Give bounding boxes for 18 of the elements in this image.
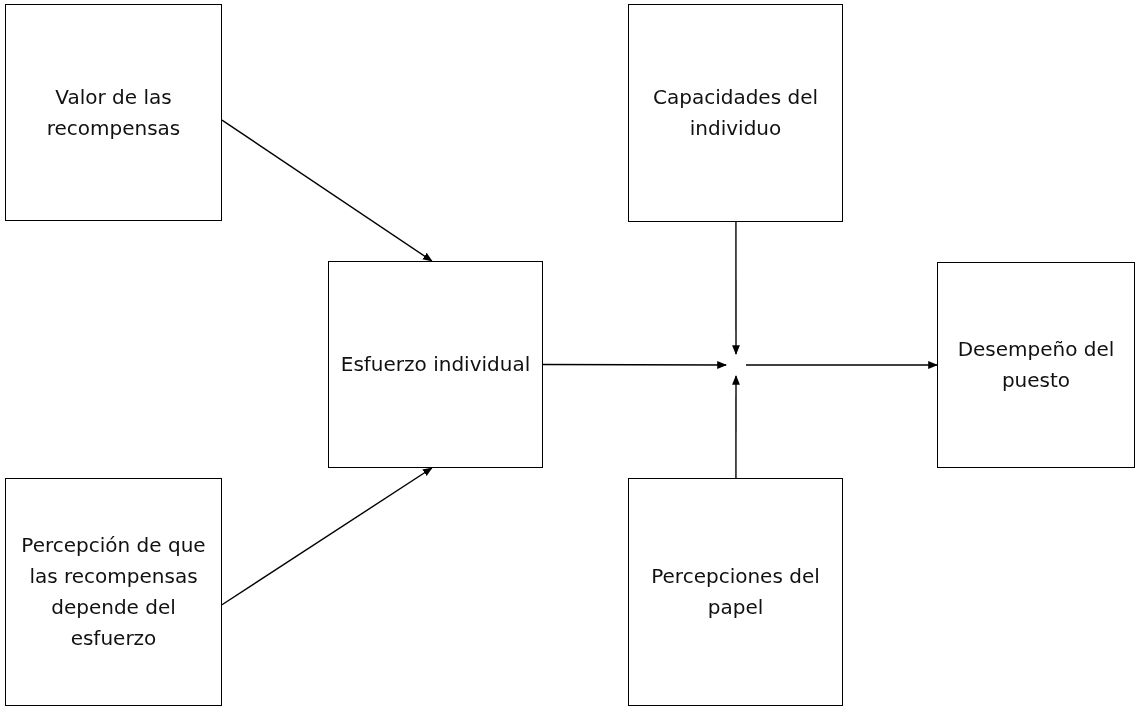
- box-label: Percepciones del papel: [650, 563, 821, 621]
- process-box: [937, 262, 1135, 468]
- box-label: Desempeño del puesto: [956, 336, 1116, 394]
- arrow: [732, 375, 740, 479]
- process-box: [628, 4, 843, 222]
- box-label: Valor de las recompensas: [45, 83, 182, 142]
- box-label: Capacidades del individuo: [652, 84, 819, 142]
- process-box: [5, 478, 222, 706]
- arrow: [221, 467, 433, 606]
- box-label: Percepción de que las recompensas depende del esfuerzo: [20, 532, 207, 652]
- process-box: [328, 261, 543, 468]
- arrow: [221, 119, 433, 262]
- process-box: [628, 478, 843, 706]
- arrow: [732, 221, 740, 355]
- arrow: [542, 361, 727, 369]
- box-label: Esfuerzo individual: [340, 351, 531, 378]
- arrow: [745, 361, 938, 369]
- process-box: [5, 4, 222, 221]
